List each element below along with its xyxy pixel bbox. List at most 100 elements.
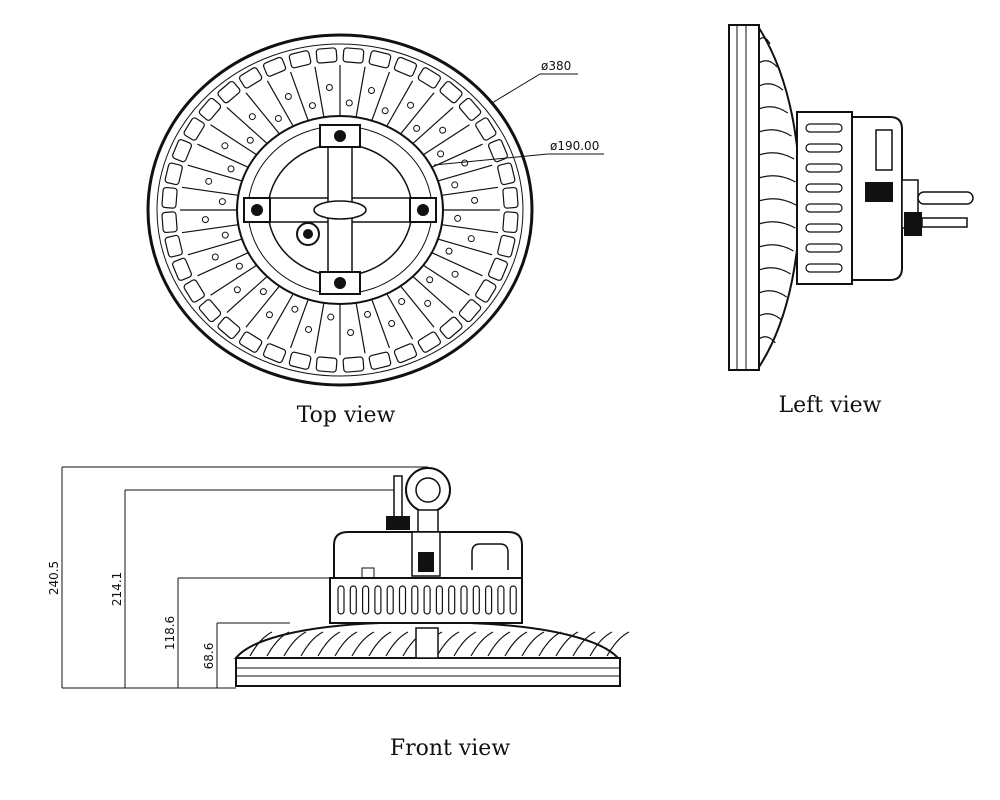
- side-slot: [805, 243, 843, 253]
- led-pad: [439, 316, 463, 340]
- led-pad: [161, 211, 178, 234]
- front-fin: [487, 631, 511, 657]
- led-pad: [488, 257, 508, 281]
- radial-fin: [400, 92, 435, 135]
- top-view-inner-rim: [156, 43, 524, 377]
- front-fin: [453, 631, 477, 657]
- side-fin: [758, 198, 797, 206]
- outer-diameter-label: ø380: [541, 59, 571, 73]
- fin-dot: [227, 165, 235, 173]
- radial-fin: [197, 252, 249, 277]
- led-pad: [172, 139, 192, 163]
- front-fin: [334, 631, 358, 657]
- radial-fin: [431, 252, 483, 277]
- left-view-heatsink-profile: [758, 27, 802, 368]
- left-view-fins: [758, 37, 797, 344]
- side-fin: [758, 129, 792, 137]
- side-slot: [805, 263, 843, 273]
- top-view-outer-rim: [146, 33, 534, 387]
- front-gland-stem: [393, 475, 403, 521]
- side-slot: [805, 223, 843, 233]
- bracket-mount-right: [409, 197, 437, 223]
- front-handle: [471, 543, 509, 570]
- top-view-fins: [161, 47, 519, 373]
- front-slot: [349, 585, 357, 615]
- fin-dot: [201, 216, 209, 224]
- led-pad: [238, 331, 263, 353]
- led-pad: [198, 97, 222, 121]
- left-view-driver-ring: [796, 111, 853, 285]
- radial-fin: [210, 124, 257, 156]
- radial-fin: [423, 264, 470, 296]
- fin-dot: [325, 84, 333, 92]
- fin-dot: [218, 198, 226, 206]
- leader-inner-diameter: [433, 153, 604, 166]
- led-pad: [262, 343, 287, 364]
- led-pad: [183, 279, 205, 303]
- front-fin: [555, 631, 579, 657]
- radial-fin: [437, 238, 493, 256]
- front-slot: [374, 585, 382, 615]
- fin-dot: [388, 319, 396, 327]
- left-view-handle: [875, 129, 893, 171]
- fin-dot: [235, 262, 243, 270]
- led-pad: [475, 117, 497, 141]
- top-view: ø380 ø190.00 Top view: [146, 33, 604, 428]
- side-slot: [805, 203, 843, 213]
- fin-dot: [345, 99, 353, 107]
- radial-fin: [181, 186, 239, 196]
- radial-fin: [355, 302, 366, 354]
- radial-fin: [314, 66, 325, 118]
- front-fin: [538, 631, 562, 657]
- dim-driver-height: 118.6: [163, 616, 177, 650]
- fin-dot: [398, 298, 406, 306]
- fin-dot: [284, 93, 292, 101]
- front-slot: [497, 585, 505, 615]
- radial-fin: [412, 276, 454, 313]
- front-slot: [423, 585, 431, 615]
- front-fin: [504, 631, 528, 657]
- front-view: 240.5 214.1 118.6 68.6 Front view: [47, 466, 630, 761]
- radial-fin: [226, 276, 268, 313]
- side-slot: [805, 123, 843, 133]
- radial-fin: [431, 143, 483, 168]
- fin-dot: [364, 310, 372, 318]
- fin-dot: [445, 247, 453, 255]
- side-fin: [758, 244, 794, 252]
- radial-fin: [181, 224, 239, 234]
- radial-fin: [437, 164, 493, 182]
- led-pad: [238, 67, 263, 89]
- fin-dot: [304, 325, 312, 333]
- radial-fin: [289, 299, 309, 349]
- radial-fin: [400, 285, 435, 328]
- led-pad: [198, 299, 222, 323]
- screw-left: [251, 204, 263, 216]
- left-view-caption: Left view: [779, 393, 882, 418]
- front-connector: [418, 552, 434, 572]
- radial-fin: [245, 285, 280, 328]
- fin-dot: [437, 150, 445, 158]
- front-slot: [398, 585, 407, 615]
- led-pad: [368, 50, 392, 69]
- front-slots: [337, 585, 517, 615]
- side-slot: [805, 183, 843, 193]
- led-pad: [475, 279, 497, 303]
- fin-dot: [205, 177, 213, 185]
- screw-top: [334, 130, 346, 142]
- led-pad: [458, 97, 482, 121]
- fin-dot: [439, 126, 447, 134]
- radial-fin: [355, 66, 366, 118]
- side-fin: [758, 37, 771, 45]
- led-pad: [315, 47, 338, 64]
- led-pad: [164, 234, 183, 258]
- front-view-caption: Front view: [390, 736, 511, 761]
- front-slot: [472, 585, 480, 615]
- fin-dot: [347, 328, 355, 336]
- front-gland: [386, 516, 410, 530]
- front-slot: [337, 585, 345, 615]
- front-hook-stem: [417, 509, 439, 533]
- dim-total-height: 240.5: [47, 561, 61, 595]
- front-slot: [435, 585, 443, 615]
- front-slot: [362, 585, 370, 615]
